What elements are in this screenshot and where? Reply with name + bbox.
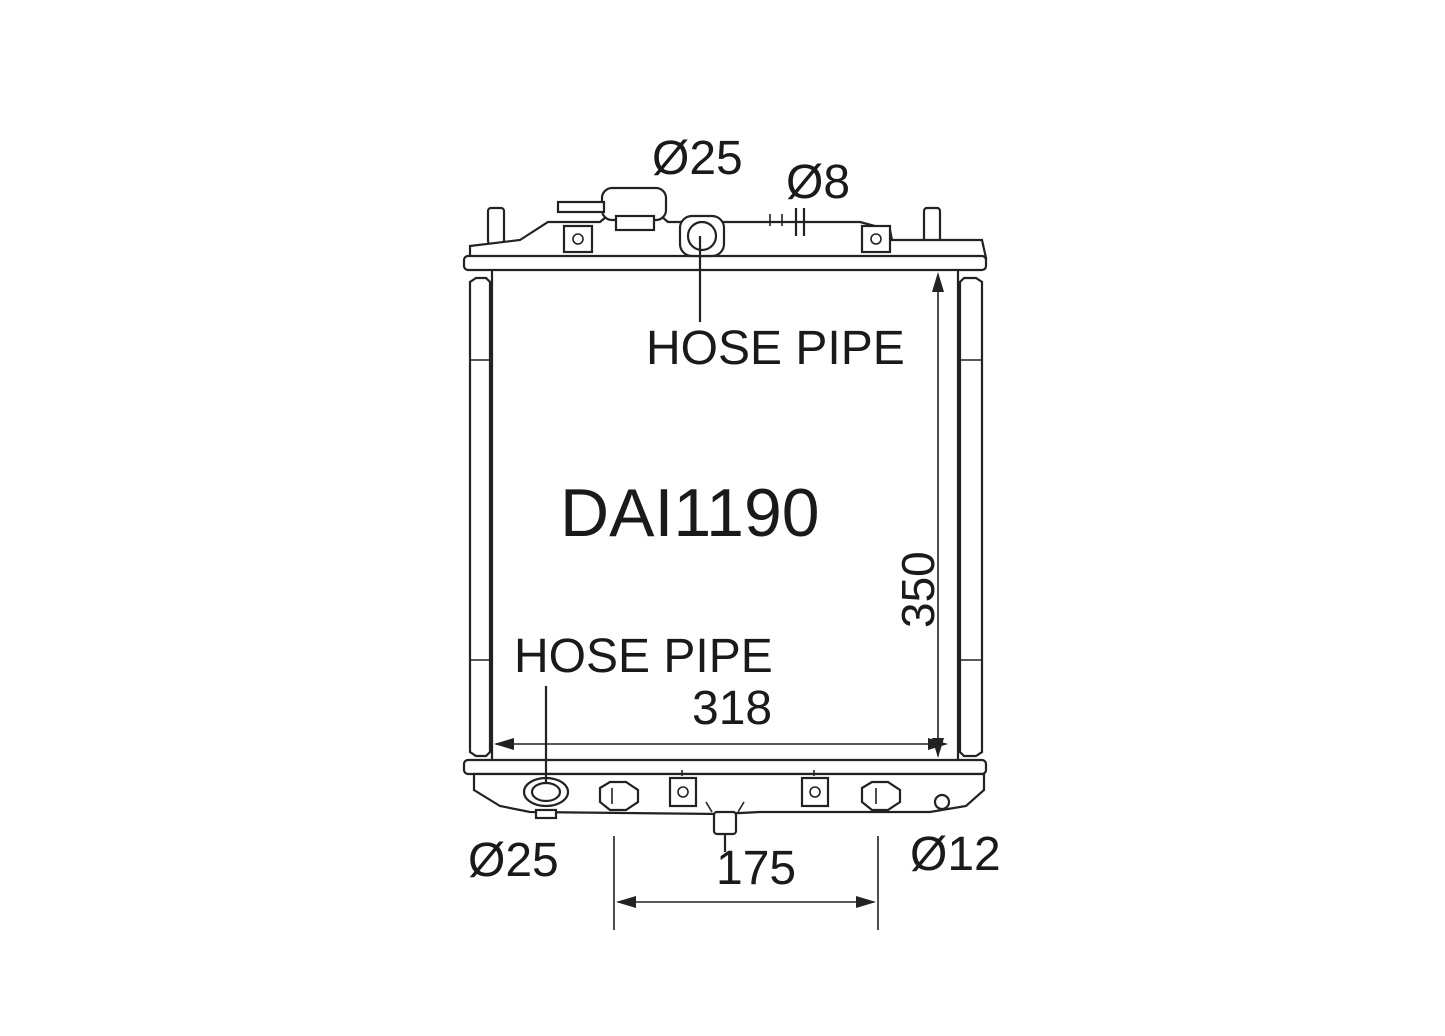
radiator-cap — [556, 186, 668, 232]
small-pipe-diameter-label: Ø8 — [786, 156, 850, 209]
drain-diameter-label: Ø12 — [910, 828, 1001, 881]
height-value: 350 — [892, 551, 944, 628]
lower-hose-pipe — [522, 686, 570, 820]
upper-hose-pipe — [678, 214, 726, 322]
height-dimension — [932, 272, 944, 758]
lower-hose-label: HOSE PIPE — [514, 630, 773, 683]
small-pipe — [769, 208, 806, 236]
cap-diameter-label: Ø25 — [652, 132, 743, 185]
upper-hose-label: HOSE PIPE — [646, 322, 905, 375]
width-dimension — [494, 738, 948, 750]
model-code: DAI1190 — [560, 475, 820, 551]
width-value: 318 — [692, 682, 772, 735]
outlet-diameter-label: Ø25 — [468, 834, 559, 887]
radiator-core — [468, 270, 984, 760]
top-tank — [462, 206, 988, 272]
bottom-fittings — [598, 780, 951, 812]
spacing-value: 175 — [716, 842, 796, 895]
drain-plug — [705, 801, 745, 852]
spacing-dimension — [613, 836, 879, 930]
